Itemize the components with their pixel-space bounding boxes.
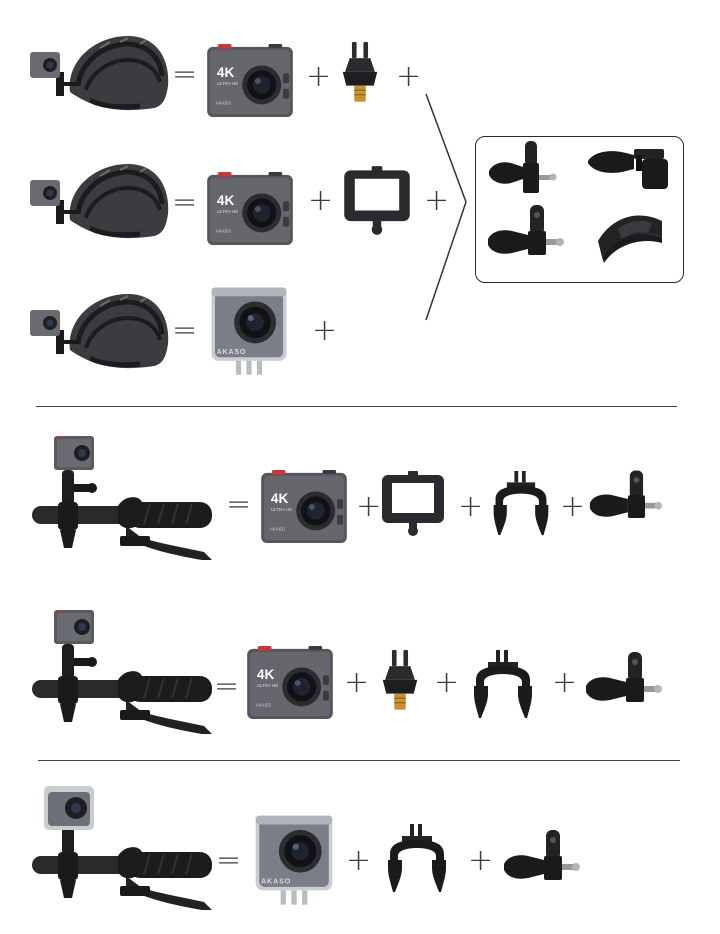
plus-sign: +: [312, 313, 338, 348]
frame-image: [342, 164, 412, 238]
helmet-mount-kit-box: [475, 136, 684, 283]
plus-sign: +: [468, 843, 494, 878]
plus-sign: +: [560, 489, 586, 524]
plus-sign: +: [346, 843, 372, 878]
helmet-with-housing-image: [30, 288, 170, 372]
plus-sign: +: [458, 489, 484, 524]
handlebar-with-camera-image: [32, 610, 212, 740]
equals-sign: =: [172, 313, 198, 348]
camera-image: [246, 646, 334, 720]
handlebar-with-housing-image: [32, 786, 212, 916]
helmet-with-camera-image: [30, 30, 170, 114]
handlebar-with-camera-image: [32, 436, 212, 566]
camera-image: [260, 470, 348, 544]
j-hook-arm-image: [502, 830, 582, 890]
handlebar-clamp-image: [382, 824, 452, 894]
section-divider: [36, 406, 677, 407]
waterproof-housing-image: [204, 284, 294, 380]
tripod-adapter-image: [340, 42, 380, 104]
j-hook-arm-image: [584, 652, 664, 712]
equals-sign: =: [226, 487, 252, 522]
plus-sign: +: [396, 59, 422, 94]
equals-sign: =: [172, 57, 198, 92]
helmet-with-camera-image: [30, 158, 170, 242]
curved-adhesive-base-image: [594, 207, 666, 267]
camera-image: [206, 172, 294, 246]
waterproof-housing-image: [250, 812, 338, 910]
tripod-adapter-image: [380, 650, 420, 712]
buckle-base-image: [586, 145, 672, 195]
plus-sign: +: [344, 665, 370, 700]
equals-sign: =: [214, 669, 240, 704]
plus-sign: +: [424, 183, 450, 218]
straight-arm-mount-image: [488, 141, 560, 197]
equals-sign: =: [216, 843, 242, 878]
equals-sign: =: [172, 185, 198, 220]
j-hook-arm-image: [486, 203, 566, 267]
plus-sign: +: [308, 183, 334, 218]
frame-image: [380, 468, 446, 540]
plus-sign: +: [552, 665, 578, 700]
plus-sign: +: [356, 489, 382, 524]
camera-image: [206, 44, 294, 118]
bracket-lines: [425, 93, 467, 321]
j-hook-arm-image: [588, 470, 664, 528]
section-divider: [38, 760, 680, 761]
plus-sign: +: [306, 59, 332, 94]
handlebar-clamp-image: [468, 650, 538, 720]
handlebar-clamp-image: [488, 470, 554, 538]
plus-sign: +: [434, 665, 460, 700]
